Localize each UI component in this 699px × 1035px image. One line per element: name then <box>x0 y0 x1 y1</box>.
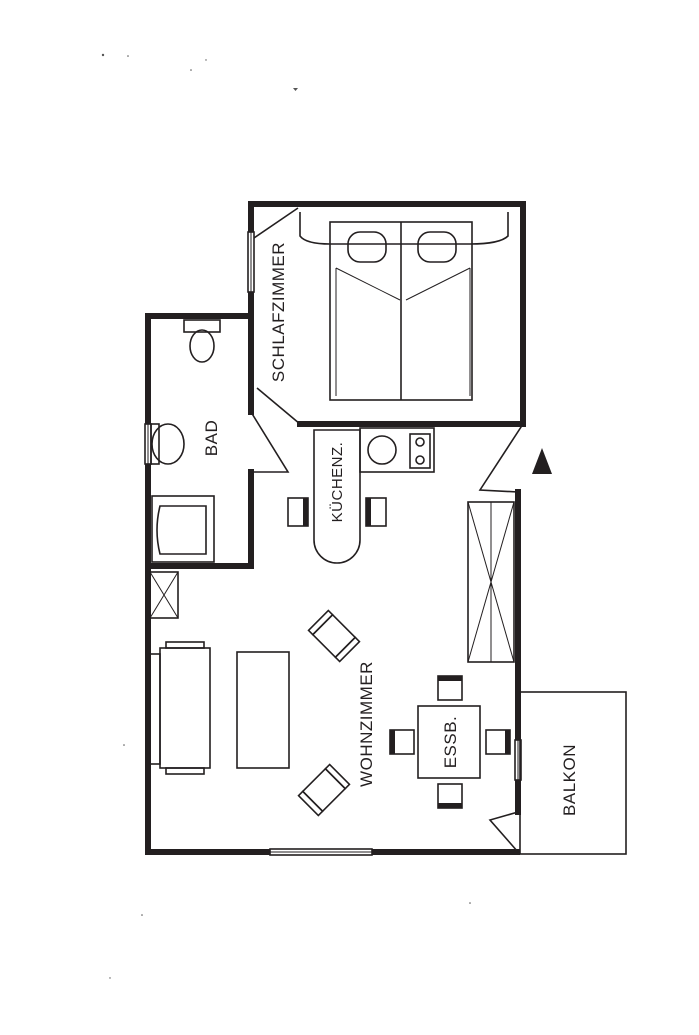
walls <box>145 201 526 855</box>
balcony <box>519 691 627 855</box>
dining-chair <box>389 729 415 755</box>
dining-chair <box>437 675 463 701</box>
scan-specks <box>101 53 471 979</box>
double-bed <box>299 212 509 401</box>
dining-table <box>417 705 481 779</box>
label-wohnzimmer: WOHNZIMMER <box>357 661 376 787</box>
label-bad: BAD <box>202 420 221 456</box>
dining-chair <box>437 783 463 809</box>
windows <box>144 231 522 856</box>
sofa <box>149 641 211 775</box>
toilet <box>183 319 221 363</box>
entrance-arrow-icon <box>532 448 552 474</box>
label-essb: ESSB. <box>441 716 460 769</box>
shower <box>151 495 215 563</box>
kitchen-chair <box>365 497 387 527</box>
label-kuechenz: KÜCHENZ. <box>328 442 346 523</box>
label-balkon: BALKON <box>560 744 579 816</box>
kitchenette <box>287 427 435 564</box>
armchair <box>297 763 351 817</box>
kitchen-chair <box>287 497 309 527</box>
doors <box>250 207 524 853</box>
dining-chair <box>485 729 511 755</box>
washbasin <box>150 423 185 465</box>
label-schlafzimmer: SCHLAFZIMMER <box>269 242 288 382</box>
coffee-table <box>236 651 290 769</box>
armchair <box>307 609 361 663</box>
cabinet-unit <box>149 571 179 619</box>
wardrobe <box>467 501 515 663</box>
